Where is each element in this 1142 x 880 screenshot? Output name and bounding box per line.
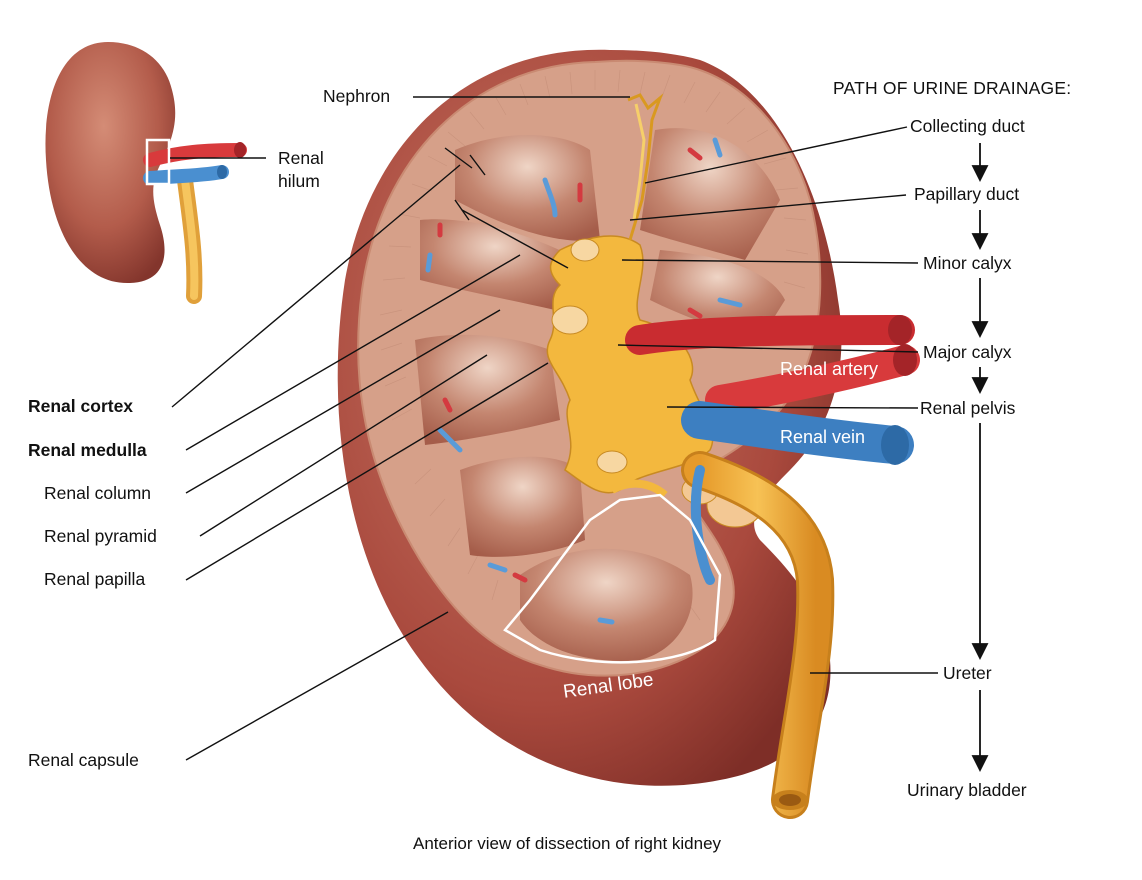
hilum-label-line1: Renal <box>278 148 324 168</box>
label-renal-vein: Renal vein <box>780 427 866 447</box>
right-leaders <box>413 96 938 674</box>
urine-step-major-calyx: Major calyx <box>923 342 1012 362</box>
inset-kidney-body <box>45 42 176 284</box>
label-renal-artery: Renal artery <box>780 359 879 379</box>
inset-hilum-box <box>145 138 171 186</box>
inset-vein <box>143 165 229 185</box>
label-renal-pyramid: Renal pyramid <box>44 526 157 546</box>
label-renal-papilla: Renal papilla <box>44 569 146 589</box>
inset-artery <box>143 143 247 167</box>
label-nephron: Nephron <box>323 86 391 106</box>
left-leaders <box>171 164 549 761</box>
label-renal-cortex: Renal cortex <box>28 396 134 416</box>
urine-path-header: PATH OF URINE DRAINAGE: <box>833 78 1072 98</box>
nephron-drawing <box>627 93 664 241</box>
urine-step-renal-pelvis: Renal pelvis <box>920 398 1016 418</box>
inset-kidney <box>45 42 266 304</box>
urine-step-collecting-duct: Collecting duct <box>910 116 1025 136</box>
urine-path-arrows <box>971 143 989 773</box>
interlobar-vessels <box>425 137 743 625</box>
urine-step-minor-calyx: Minor calyx <box>923 253 1012 273</box>
label-renal-column: Renal column <box>44 483 151 503</box>
label-renal-medulla: Renal medulla <box>28 440 147 460</box>
renal-lobe-outline <box>503 493 722 664</box>
hilum-label-line2: hilum <box>278 171 320 191</box>
urine-step-ureter: Ureter <box>943 663 992 683</box>
figure-caption: Anterior view of dissection of right kid… <box>413 834 722 853</box>
cortex-brackets <box>444 147 569 269</box>
urine-step-papillary-duct: Papillary duct <box>914 184 1020 204</box>
label-renal-capsule: Renal capsule <box>28 750 139 770</box>
main-kidney <box>337 49 920 819</box>
urine-step-urinary-bladder: Urinary bladder <box>907 780 1027 800</box>
ureter <box>681 451 835 819</box>
